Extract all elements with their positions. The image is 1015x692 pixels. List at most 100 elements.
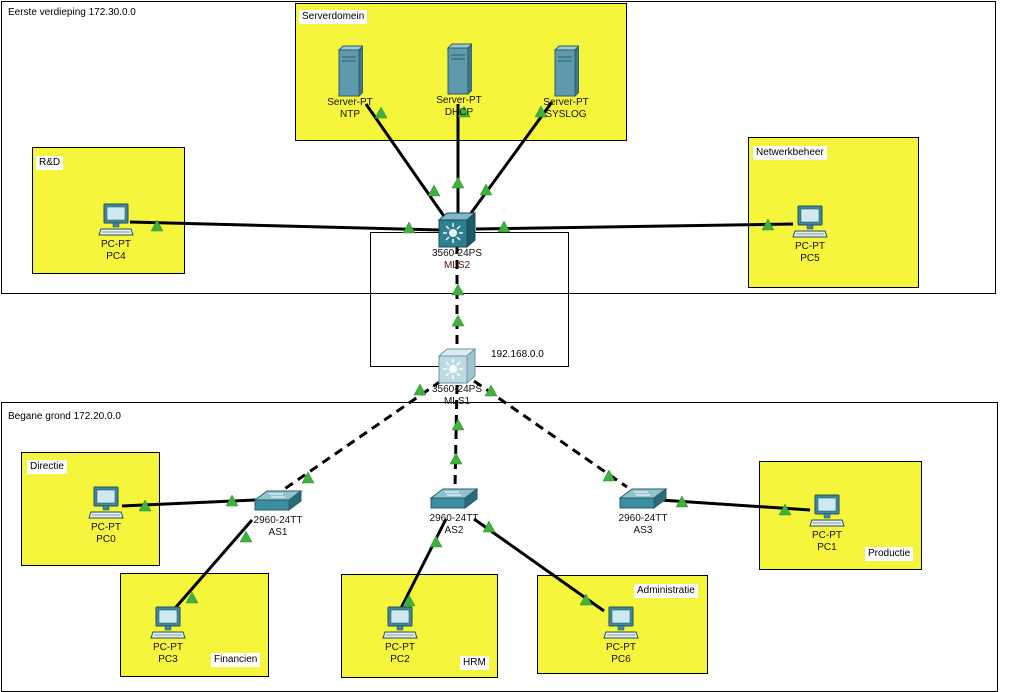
link-light-icon [451, 314, 465, 327]
link-light-icon [427, 184, 441, 197]
link-light-icon [579, 593, 593, 606]
server-dhcp[interactable]: Server-PT DHCP [419, 43, 499, 119]
link-mls1-as1[interactable] [282, 379, 442, 492]
pc-pc5[interactable]: PC-PT PC5 [770, 205, 850, 265]
switch-as2-name: AS2 [444, 525, 464, 536]
pc-pc2-name: PC2 [390, 654, 410, 665]
server-syslog[interactable]: Server-PT SYSLOG [526, 45, 606, 121]
area-financien-label: Financien [211, 653, 261, 667]
access-switch-icon [429, 488, 479, 509]
switch-mls1-model: 3560-24PS [431, 384, 483, 395]
desktop-pc-icon [792, 205, 828, 238]
pc-pc6-name: PC6 [611, 654, 631, 665]
area-core-network-label: 192.168.0.0 [488, 348, 547, 362]
link-light-icon [402, 221, 416, 234]
link-light-icon [778, 503, 792, 516]
desktop-pc-icon [150, 606, 186, 639]
switch-as2-model: 2960-24TT [429, 513, 479, 524]
switch-as2[interactable]: 2960-24TT AS2 [414, 487, 494, 537]
server-ntp[interactable]: Server-PT NTP [310, 45, 390, 121]
link-light-icon [484, 384, 498, 397]
area-server-domain-label: Serverdomein [299, 10, 368, 24]
desktop-pc-icon [382, 606, 418, 639]
link-mls1-as3[interactable] [473, 379, 628, 489]
switch-as1-model: 2960-24TT [253, 515, 303, 526]
link-pc4-mls2[interactable] [129, 220, 441, 232]
link-light-icon [482, 520, 496, 533]
link-light-icon [301, 471, 315, 484]
link-light-icon [451, 418, 465, 431]
area-ground-floor-label: Begane grond 172.20.0.0 [5, 410, 124, 424]
pc-pc0-model: PC-PT [91, 522, 121, 533]
pc-pc5-model: PC-PT [795, 241, 825, 252]
access-switch-icon [253, 490, 303, 511]
server-tower-icon [446, 43, 472, 95]
pc-pc4-name: PC4 [106, 251, 126, 262]
pc-pc0[interactable]: PC-PT PC0 [66, 486, 146, 546]
link-light-icon [451, 176, 465, 189]
link-ntp-mls2[interactable] [364, 103, 450, 223]
pc-pc1-name: PC1 [817, 542, 837, 553]
link-light-icon [497, 220, 511, 233]
link-as2-pc2[interactable] [394, 518, 448, 619]
area-directie-label: Directie [27, 460, 67, 474]
switch-as3-model: 2960-24TT [618, 513, 668, 524]
link-light-icon [138, 499, 152, 512]
pc-pc2[interactable]: PC-PT PC2 [360, 606, 440, 666]
pc-pc2-model: PC-PT [385, 642, 415, 653]
area-directie: Directie [21, 452, 160, 566]
area-network-mgmt-label: Netwerkbeheer [753, 146, 827, 160]
area-productie-label: Productie [865, 547, 914, 561]
desktop-pc-icon [98, 203, 134, 236]
area-first-floor: Eerste verdieping 172.30.0.0 [1, 1, 996, 294]
link-light-icon [150, 219, 164, 232]
link-mls1-as2[interactable] [453, 384, 459, 489]
area-financien: Financien [120, 573, 269, 677]
area-rnd-label: R&D [36, 156, 64, 170]
switch-mls2[interactable]: 3560-24PS MLS2 [417, 212, 497, 272]
multilayer-switch-icon [437, 348, 477, 384]
pc-pc3[interactable]: PC-PT PC3 [128, 606, 208, 666]
link-light-icon [413, 383, 427, 396]
switch-mls2-model: 3560-24PS [431, 248, 483, 259]
link-pc5-mls2[interactable] [475, 222, 794, 231]
pc-pc1-model: PC-PT [812, 530, 842, 541]
server-syslog-model: Server-PT [543, 97, 589, 108]
link-light-icon [429, 535, 443, 548]
pc-pc5-name: PC5 [800, 253, 820, 264]
switch-as3[interactable]: 2960-24TT AS3 [603, 487, 683, 537]
link-light-icon [675, 495, 689, 508]
link-light-icon [457, 105, 471, 118]
link-as1-pc3[interactable] [168, 519, 254, 615]
link-as2-pc6[interactable] [473, 517, 605, 613]
switch-as1-name: AS1 [268, 527, 288, 538]
link-light-icon [761, 218, 775, 231]
switch-mls2-name: MLS2 [443, 260, 471, 271]
multilayer-switch-icon [437, 212, 477, 248]
desktop-pc-icon [88, 486, 124, 519]
link-light-icon [402, 594, 416, 607]
pc-pc1[interactable]: PC-PT PC1 [787, 494, 867, 554]
pc-pc0-name: PC0 [96, 534, 116, 545]
desktop-pc-icon [809, 494, 845, 527]
area-network-mgmt: Netwerkbeheer [748, 137, 919, 288]
switch-mls1-name: MLS1 [443, 396, 471, 407]
desktop-pc-icon [603, 606, 639, 639]
pc-pc6[interactable]: PC-PT PC6 [581, 606, 661, 666]
link-light-icon [602, 469, 616, 482]
pc-pc6-model: PC-PT [606, 642, 636, 653]
area-hrm-label: HRM [460, 656, 489, 670]
area-first-floor-label: Eerste verdieping 172.30.0.0 [5, 6, 139, 20]
link-syslog-mls2[interactable] [464, 101, 554, 221]
link-light-icon [239, 530, 253, 543]
switch-mls1[interactable]: 3560-24PS MLS1 [417, 348, 497, 408]
link-light-icon [534, 105, 548, 118]
pc-pc4[interactable]: PC-PT PC4 [76, 203, 156, 263]
link-light-icon [374, 106, 388, 119]
server-dhcp-name: DHCP [444, 107, 474, 118]
link-light-icon [451, 283, 465, 296]
access-switch-icon [618, 488, 668, 509]
switch-as1[interactable]: 2960-24TT AS1 [238, 489, 318, 539]
